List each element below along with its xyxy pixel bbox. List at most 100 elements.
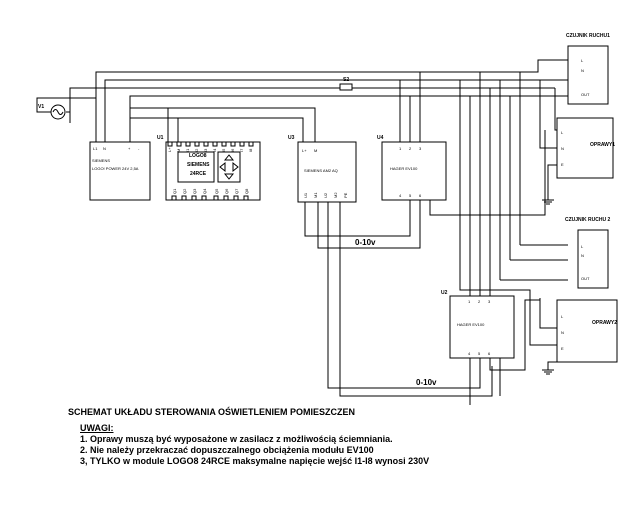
u3-name: SIEMENS AM2 AQ xyxy=(304,168,338,173)
u1-power-supply xyxy=(89,141,151,201)
svg-text:Q1: Q1 xyxy=(172,188,177,194)
u2-pin-6: 6 xyxy=(488,351,491,356)
u4-pin-1: 1 xyxy=(399,146,402,151)
arrow-up-icon xyxy=(223,154,235,161)
u2-pin-4: 4 xyxy=(468,351,471,356)
svg-text:Q3: Q3 xyxy=(192,188,197,194)
lamp2-title: OPRAWY2 xyxy=(592,320,617,326)
logo8-name-2: SIEMENS xyxy=(187,162,210,168)
luminaire-2 xyxy=(556,299,618,363)
arrow-right-icon xyxy=(232,161,239,173)
u1-name-1: SIEMENS xyxy=(92,158,110,163)
logo8-name-1: LOGO8 xyxy=(189,153,207,159)
notes-heading: UWAGI: xyxy=(80,423,114,433)
svg-text:U1: U1 xyxy=(303,192,308,198)
note-line: 1. Oprawy muszą być wyposażone w zasilac… xyxy=(80,434,393,444)
motion-sensor-1 xyxy=(567,45,609,105)
svg-text:I8: I8 xyxy=(248,148,253,152)
sensor1-title: CZUJNIK RUCHU1 xyxy=(566,33,610,39)
svg-text:I7: I7 xyxy=(239,148,244,152)
u4-pin-2: 2 xyxy=(409,146,412,151)
svg-text:M2: M2 xyxy=(333,192,338,198)
u4-pin-6: 6 xyxy=(419,193,422,198)
v1-label: V1 xyxy=(38,104,44,110)
logo8-bottom-pin-labels: Q1 Q2 Q3 Q4 Q5 Q6 Q7 Q8 xyxy=(172,188,249,194)
lamp2-pin-l: L xyxy=(561,314,564,319)
ground-icon xyxy=(542,199,554,205)
logo8-keypad xyxy=(217,151,241,183)
svg-text:Q8: Q8 xyxy=(244,188,249,194)
svg-text:I3: I3 xyxy=(203,148,208,152)
svg-text:I5: I5 xyxy=(221,148,226,152)
lamp1-pin-l: L xyxy=(561,130,564,135)
signal-label-2: 0-10v xyxy=(416,378,437,387)
lamp1-pin-e: E xyxy=(561,162,564,167)
note-line: 2. Nie należy przekraczać dopuszczalnego… xyxy=(80,445,374,455)
svg-text:M: M xyxy=(176,149,181,152)
u3-bottom-pin-labels: U1 M1 U2 M2 PE xyxy=(303,192,348,198)
u2-name: HAGER EV100 xyxy=(457,322,485,327)
wire-v1-right xyxy=(66,111,71,123)
sensor1-pin-out: OUT xyxy=(581,92,590,97)
logo8-top-terminals xyxy=(167,141,254,147)
u4-ref: U4 xyxy=(377,135,384,141)
u3-ref: U3 xyxy=(288,135,295,141)
svg-text:I6: I6 xyxy=(230,148,235,152)
u2-pin-2: 2 xyxy=(478,299,481,304)
wire-bus-a xyxy=(95,59,568,142)
lamp1-pin-n: N xyxy=(561,146,564,151)
u1-pin-minus: - xyxy=(138,146,140,151)
wire-v1-left xyxy=(36,97,96,113)
arrow-left-icon xyxy=(219,161,226,173)
u4-dimmer-module xyxy=(381,141,447,201)
u2-pin-5: 5 xyxy=(478,351,481,356)
logo8-bottom-terminals xyxy=(171,195,249,201)
svg-text:Q2: Q2 xyxy=(182,188,187,194)
wire-bus-b xyxy=(69,87,340,123)
svg-text:I2: I2 xyxy=(194,148,199,152)
u1-pin-plus: + xyxy=(128,146,131,151)
svg-text:L+: L+ xyxy=(167,147,172,152)
ground-icon-2 xyxy=(542,369,554,375)
notes-block: SCHEMAT UKŁADU STEROWANIA OŚWIETLENIEM P… xyxy=(68,407,429,467)
wire-bus-f xyxy=(130,117,304,142)
wire-bus-d xyxy=(129,95,568,142)
wire-lamp2-n xyxy=(459,280,568,346)
sensor2-pin-out: OUT xyxy=(581,276,590,281)
logo8-top-pin-labels: L+ M I1 I2 I3 I4 I5 I6 I7 I8 xyxy=(167,147,253,152)
u4-pin-3: 3 xyxy=(419,146,422,151)
svg-text:Q7: Q7 xyxy=(234,188,239,194)
u4-pin-4: 4 xyxy=(399,193,402,198)
u2-pin-3: 3 xyxy=(488,299,491,304)
s2-label: S2 xyxy=(343,77,349,83)
u2-pin-1: 1 xyxy=(468,299,471,304)
sensor1-pin-n: N xyxy=(581,68,584,73)
wire-ev100-out2 xyxy=(489,299,540,371)
wire-signal-2b xyxy=(339,202,493,397)
wire-lamp2-e xyxy=(547,361,568,370)
u1-pin-n: N xyxy=(103,146,106,151)
u3-pin-m: M xyxy=(314,148,317,153)
wire-signal-1b xyxy=(317,200,421,249)
luminaire-1 xyxy=(556,117,614,179)
wiring-diagram: V1 S2 L1 N + - SIEMENS LOGO! POWER 24V 2… xyxy=(36,33,618,405)
sensor1-pin-l: L xyxy=(581,58,584,63)
arrow-down-icon xyxy=(223,173,235,180)
wire-ev100-out1 xyxy=(429,130,546,216)
motion-sensor-2 xyxy=(577,229,609,289)
svg-text:PE: PE xyxy=(343,192,348,198)
wire-bus-c xyxy=(104,79,568,142)
u1-name-2: LOGO! POWER 24V 2,5A xyxy=(92,166,139,171)
u4-name: HAGER EV100 xyxy=(390,166,418,171)
sensor2-pin-n: N xyxy=(581,253,584,258)
u1-pin-l1: L1 xyxy=(93,146,98,151)
note-line: 3, TYLKO w module LOGO8 24RCE maksymalne… xyxy=(80,456,430,466)
svg-text:I1: I1 xyxy=(185,148,190,152)
u4-pin-5: 5 xyxy=(409,193,412,198)
wire-signal-2a xyxy=(327,202,481,389)
u3-analog-module xyxy=(297,141,357,203)
svg-text:M1: M1 xyxy=(313,192,318,198)
sensor2-pin-l: L xyxy=(581,244,584,249)
svg-text:Q6: Q6 xyxy=(224,188,229,194)
wire-signal-1a xyxy=(304,200,411,237)
